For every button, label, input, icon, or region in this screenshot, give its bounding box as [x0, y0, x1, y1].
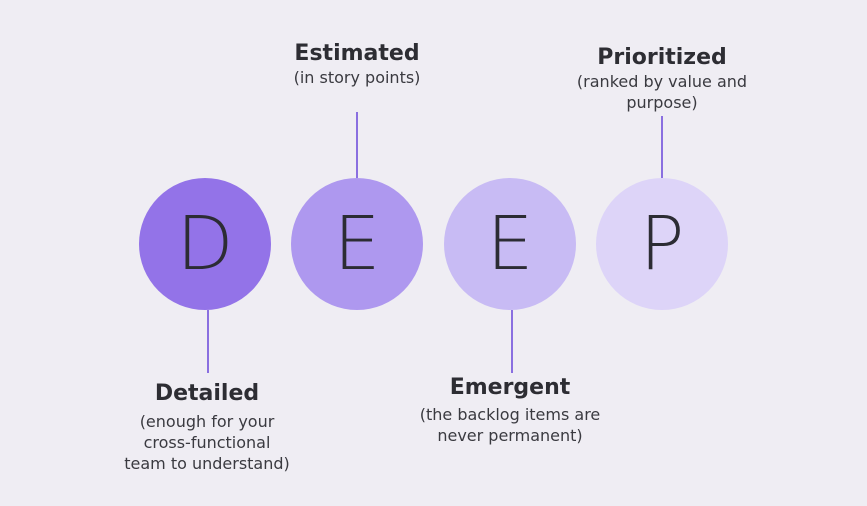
- circle-estimated: E: [291, 178, 423, 310]
- label-prioritized: Prioritized (ranked by value and purpose…: [560, 45, 765, 113]
- letter-p: P: [639, 201, 685, 287]
- title-estimated: Estimated: [294, 41, 420, 66]
- title-prioritized: Prioritized: [597, 45, 727, 70]
- circle-emergent: E: [444, 178, 576, 310]
- desc-prioritized: (ranked by value and purpose): [576, 72, 748, 112]
- title-emergent: Emergent: [449, 375, 571, 400]
- letter-d: D: [176, 201, 234, 287]
- letter-e-estimated: E: [333, 201, 381, 287]
- desc-emergent: (the backlog items are never permanent): [419, 405, 601, 445]
- desc-estimated: (in story points): [293, 68, 421, 87]
- connector-emergent: [511, 310, 513, 373]
- connector-estimated: [356, 112, 358, 178]
- label-detailed: Detailed (enough for your cross-function…: [124, 381, 290, 474]
- label-estimated: Estimated (in story points): [294, 41, 421, 88]
- label-emergent: Emergent (the backlog items are never pe…: [420, 375, 601, 446]
- letter-e-emergent: E: [486, 201, 534, 287]
- circle-prioritized: P: [596, 178, 728, 310]
- connector-detailed: [207, 310, 209, 373]
- circle-detailed: D: [139, 178, 271, 310]
- title-detailed: Detailed: [154, 381, 260, 406]
- connector-prioritized: [661, 116, 663, 178]
- desc-detailed: (enough for your cross-functional team t…: [124, 412, 290, 473]
